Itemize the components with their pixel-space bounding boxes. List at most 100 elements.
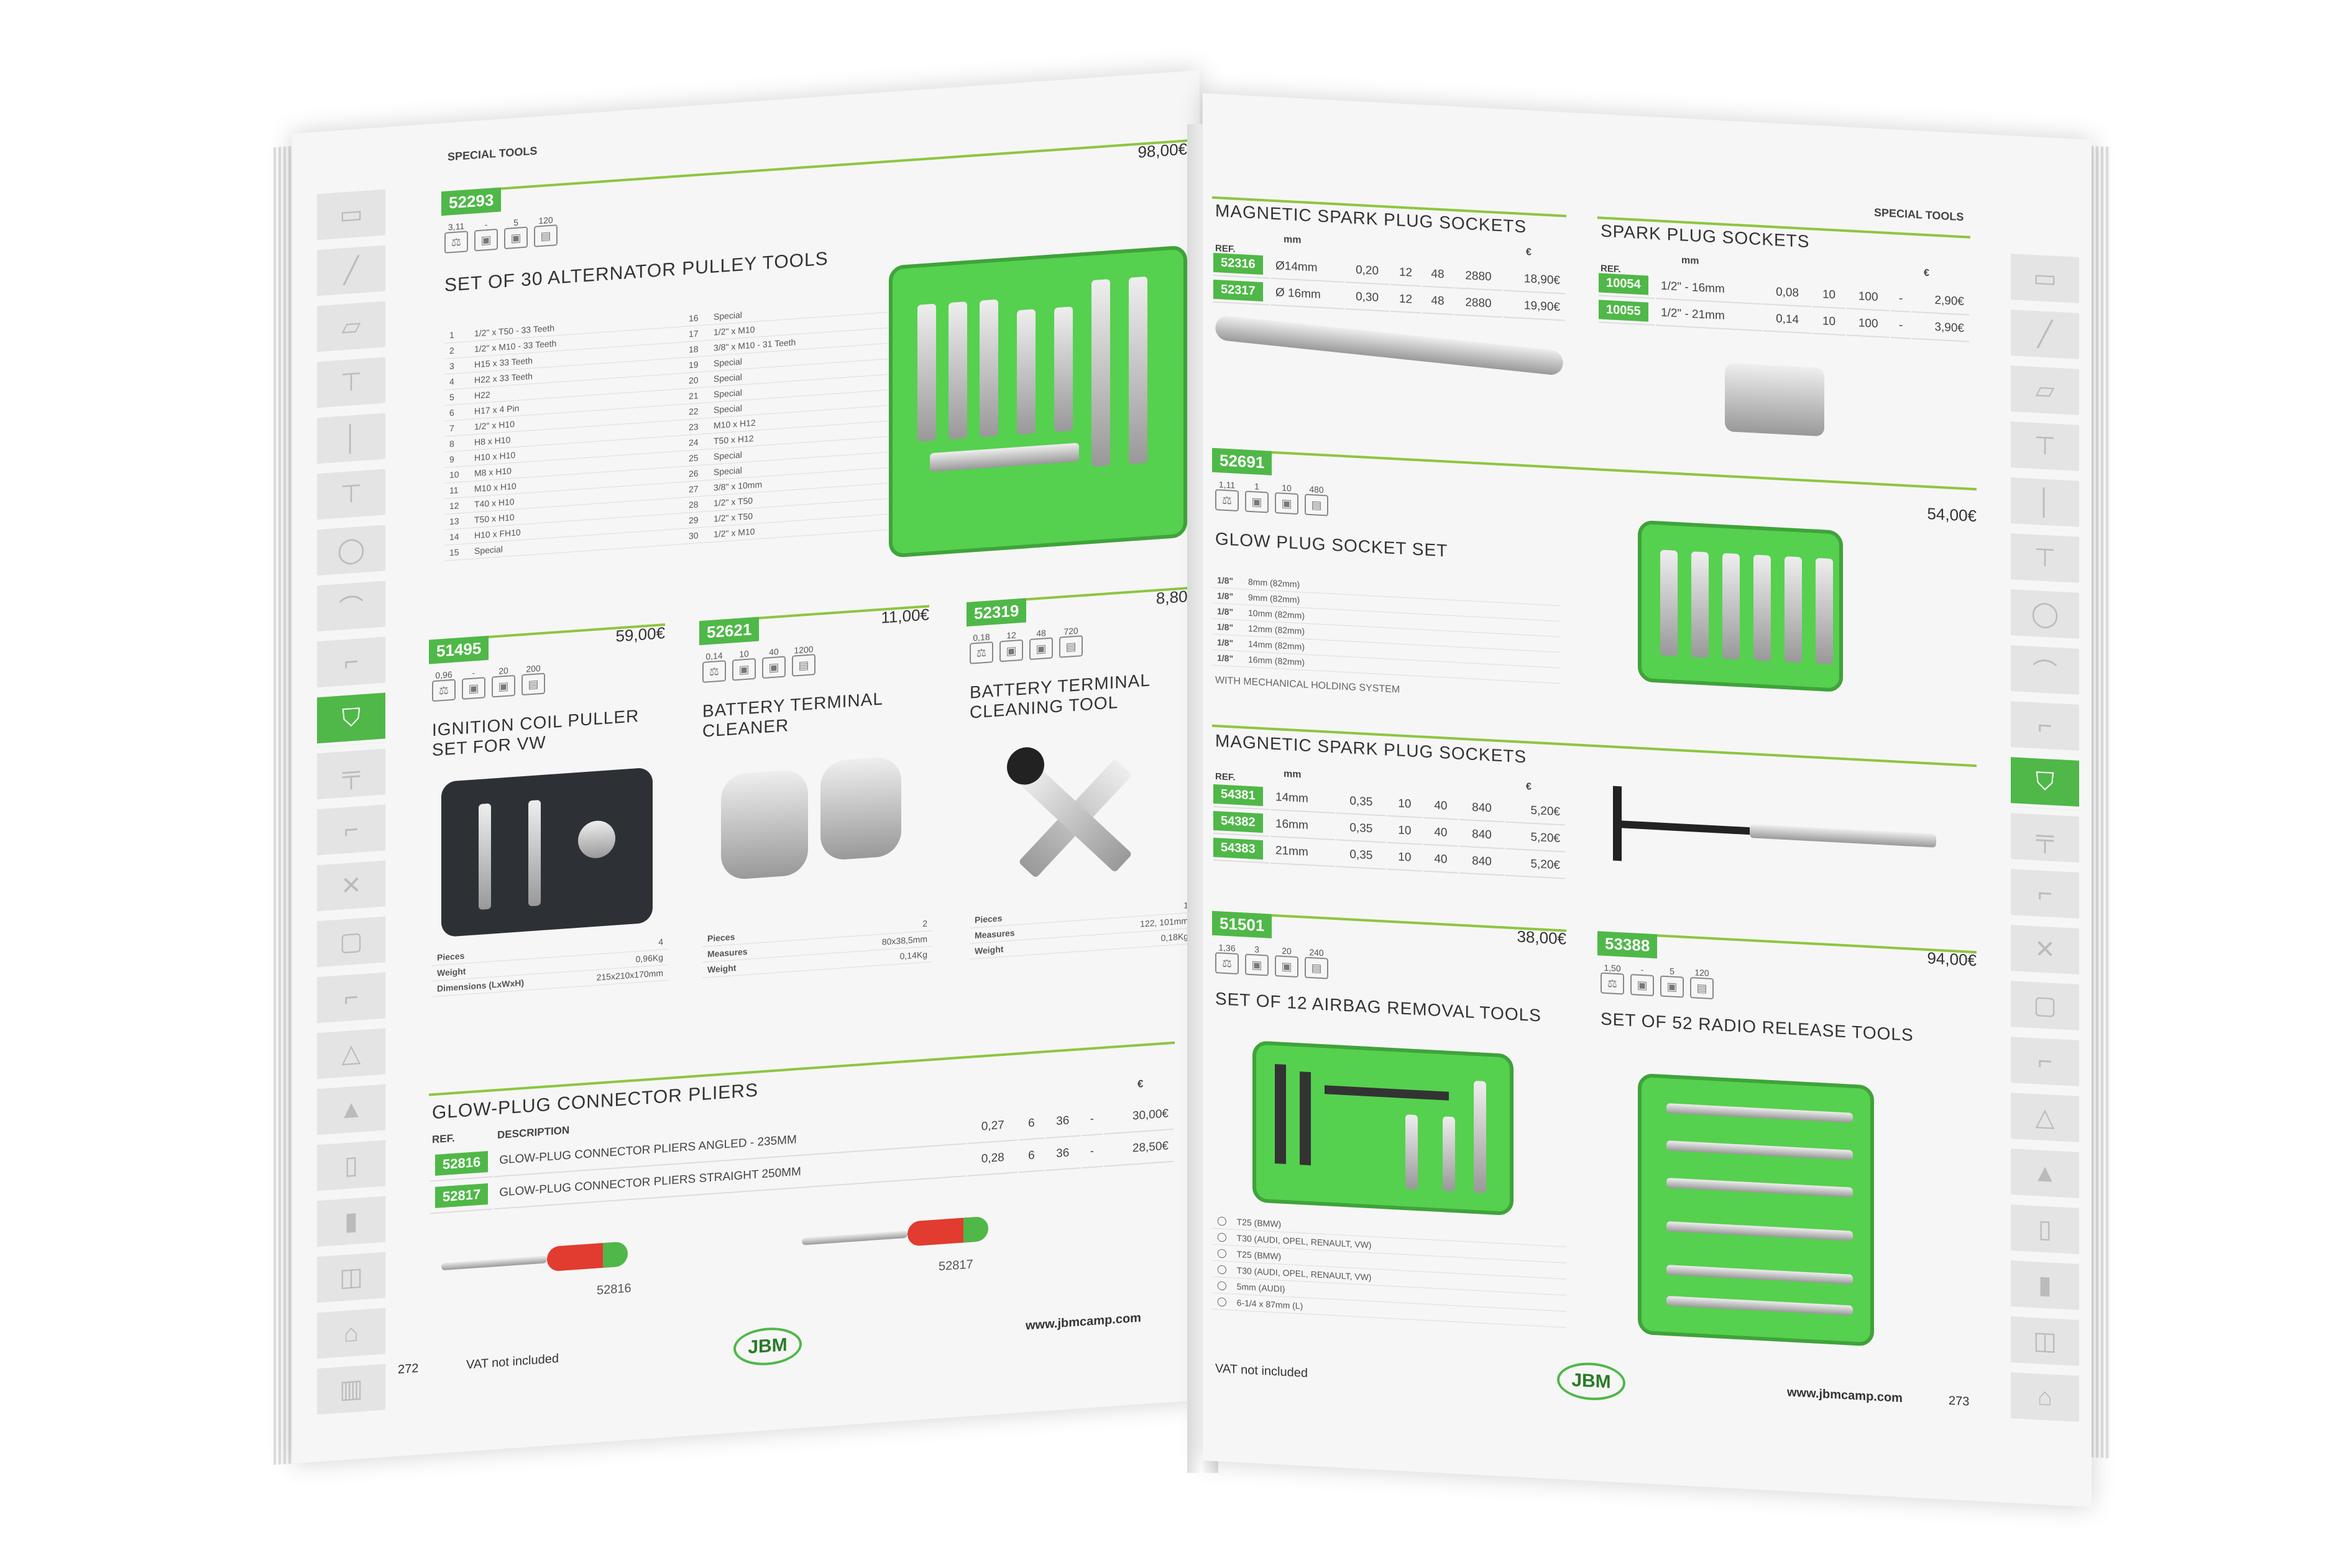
box-icon: ▣ [504, 226, 528, 250]
tab-icon[interactable]: ▭ [2011, 254, 2079, 307]
row-number: 23 [684, 418, 709, 436]
right-page: ▭ ╱ ▱ ⊤ │ ⊤ ◯ ⌒ ⌐ ⛉ ╤ ⌐ ✕ ▢ ⌐ △ ▲ ▯ ▮ ◫ … [1203, 93, 2092, 1507]
tab-icon[interactable]: ▯ [317, 1140, 385, 1195]
qty: 100 [1847, 283, 1890, 311]
tool [1666, 1296, 1853, 1316]
tool [1129, 276, 1147, 464]
tab-icon[interactable]: ▯ [2011, 1204, 2079, 1258]
tab-icon[interactable]: △ [317, 1028, 385, 1083]
tab-icon[interactable]: ⌂ [317, 1308, 385, 1363]
tab-icon[interactable]: △ [2011, 1093, 2079, 1146]
left-side-tabs[interactable]: ▭ ╱ ▱ ⊤ │ ⊤ ◯ ⌒ ⌐ ⛉ ╤ ⌐ ✕ ▢ ⌐ △ ▲ ▯ ▮ ◫ … [317, 189, 385, 1437]
socket-rod-image [1215, 314, 1564, 376]
ref-badge: 10055 [1599, 300, 1648, 322]
box-icon: ▣ [762, 656, 786, 679]
spec-units: 120 [1694, 967, 1709, 978]
tool [1785, 556, 1802, 663]
tab-icon[interactable]: ⊤ [2011, 421, 2079, 475]
product-title: MAGNETIC SPARK PLUG SOCKETS [1215, 731, 1527, 767]
bit-icon: ◯ [1212, 1244, 1232, 1262]
drive-size: 1/8" [1212, 603, 1243, 620]
tool [1325, 1085, 1449, 1101]
box-icon: ▣ [1275, 955, 1298, 978]
tab-icon[interactable]: ⌂ [2011, 1372, 2079, 1426]
tab-icon[interactable]: ◯ [2011, 589, 2079, 643]
tab-icon[interactable]: ⌐ [2011, 701, 2079, 754]
spec-units: 1 [1254, 481, 1259, 492]
tab-icon[interactable]: ╱ [2011, 309, 2079, 363]
tab-icon[interactable]: ⌐ [317, 636, 385, 692]
price: 54,00€ [1927, 504, 1977, 526]
ref-cell: 54381 [1213, 781, 1269, 810]
page-number: 273 [1949, 1393, 1970, 1409]
cleaner-image [820, 756, 901, 861]
box-icon: ▣ [1660, 975, 1684, 998]
tab-icon[interactable]: ╤ [317, 748, 385, 804]
tab-icon[interactable]: ▢ [2011, 981, 2079, 1034]
size: 1/2" - 16mm [1656, 273, 1763, 305]
col-price: € [1137, 1078, 1144, 1090]
tab-icon[interactable]: │ [317, 413, 385, 468]
tab-icon[interactable]: ⌐ [317, 972, 385, 1027]
tab-icon[interactable]: ⌐ [2011, 1037, 2079, 1090]
tab-icon[interactable]: ▱ [2011, 365, 2079, 419]
price: 30,00€ [1103, 1098, 1174, 1135]
weight: 0,35 [1336, 815, 1386, 843]
website-link[interactable]: www.jbmcamp.com [1787, 1385, 1903, 1406]
tab-special-tools-icon[interactable]: ⛉ [2011, 757, 2079, 810]
price: 2,90€ [1912, 287, 1969, 316]
tab-icon[interactable]: ✕ [317, 860, 385, 915]
tab-icon[interactable]: ◫ [317, 1252, 385, 1307]
tab-icon[interactable]: ⌒ [2011, 645, 2079, 699]
ref-cell: 52317 [1213, 277, 1269, 306]
qty: 2880 [1454, 263, 1503, 291]
row-number: 22 [684, 402, 709, 420]
tab-icon[interactable]: ⊤ [317, 357, 385, 412]
tab-icon[interactable]: ▲ [317, 1084, 385, 1139]
tab-icon[interactable]: ◫ [2011, 1316, 2079, 1370]
box-icon: ▣ [1630, 974, 1654, 997]
right-side-tabs[interactable]: ▭ ╱ ▱ ⊤ │ ⊤ ◯ ⌒ ⌐ ⛉ ╤ ⌐ ✕ ▢ ⌐ △ ▲ ▯ ▮ ◫ … [2011, 198, 2079, 1444]
tab-icon[interactable]: ⌐ [317, 804, 385, 860]
tool [1691, 551, 1709, 658]
qty: 40 [1423, 846, 1458, 874]
product-ref-52691: 52691 [1212, 447, 1272, 475]
tab-icon[interactable]: ▱ [317, 301, 385, 356]
tab-icon[interactable]: ▭ [317, 189, 385, 244]
tab-icon[interactable]: ▥ [317, 1364, 385, 1419]
tool [1753, 554, 1771, 661]
tab-special-tools-icon[interactable]: ⛉ [317, 692, 385, 748]
tab-icon[interactable]: ⌒ [317, 580, 385, 636]
tab-icon[interactable]: ▮ [2011, 1260, 2079, 1314]
qty: 100 [1847, 310, 1890, 338]
tab-icon[interactable]: ⌐ [2011, 869, 2079, 922]
weight: 0,30 [1345, 284, 1389, 312]
tab-icon[interactable]: ⊤ [2011, 533, 2079, 587]
row-number: 15 [444, 543, 469, 561]
tab-icon[interactable]: ▢ [317, 916, 385, 971]
tab-icon[interactable]: ⊤ [317, 469, 385, 524]
row-number: 24 [684, 433, 709, 451]
spec-icons: 0,96⚖ -▣ 20▣ 200▤ [432, 663, 545, 702]
size: Ø 16mm [1270, 280, 1344, 309]
qty: - [1891, 313, 1911, 339]
divider [429, 1041, 1175, 1096]
spec-weight: 0,18 [973, 631, 990, 643]
tab-icon[interactable]: │ [2011, 477, 2079, 531]
website-link[interactable]: www.jbmcamp.com [1026, 1311, 1141, 1333]
tab-icon[interactable]: ╱ [317, 245, 385, 300]
tab-icon[interactable]: ▲ [2011, 1148, 2079, 1202]
tab-icon[interactable]: ╤ [2011, 813, 2079, 866]
tab-icon[interactable]: ✕ [2011, 925, 2079, 978]
ref-badge: 52293 [441, 187, 502, 216]
spec-units: 480 [1309, 484, 1324, 495]
size: 16mm [1270, 811, 1335, 841]
product-title: SET OF 52 RADIO RELEASE TOOLS [1601, 1009, 1914, 1045]
price: 11,00€ [881, 605, 929, 627]
product-ref-51501: 51501 [1212, 910, 1272, 938]
glow-socket-case-image [1638, 520, 1843, 692]
tab-icon[interactable]: ◯ [317, 525, 385, 580]
spec-units: - [1640, 964, 1644, 975]
row-number: 13 [444, 512, 469, 530]
tab-icon[interactable]: ▮ [317, 1196, 385, 1251]
